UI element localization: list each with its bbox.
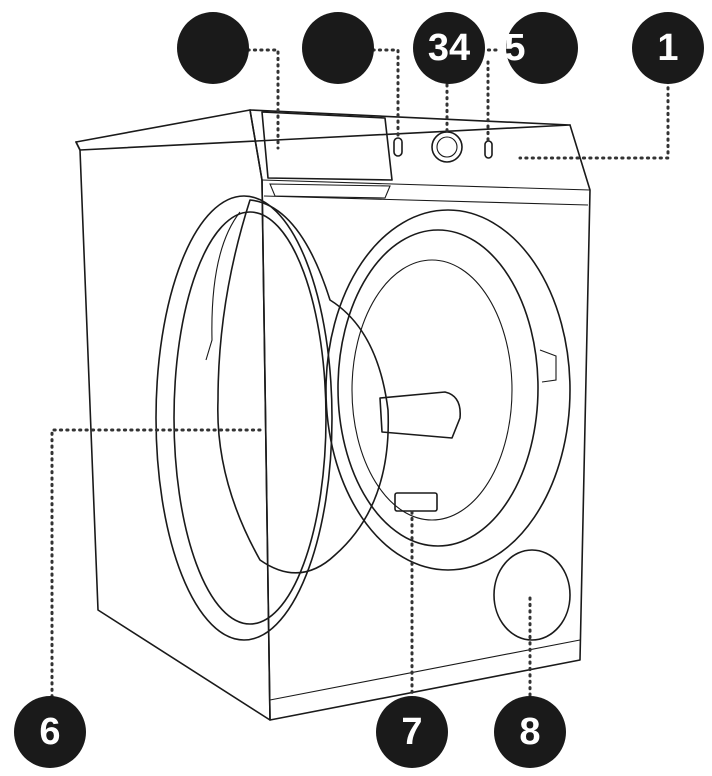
machine-front-panel bbox=[249, 109, 591, 721]
drum-paddle bbox=[379, 391, 462, 439]
detergent-drawer bbox=[261, 111, 393, 181]
filter-cover bbox=[493, 549, 571, 641]
control-panel-edge bbox=[261, 179, 591, 191]
leader-5 bbox=[480, 48, 498, 142]
leader-3 bbox=[371, 48, 400, 142]
leader-6 bbox=[50, 428, 262, 704]
svg-text:1: 1 bbox=[657, 27, 678, 69]
badge-7: 7 bbox=[376, 696, 448, 768]
door-latch-slot bbox=[394, 492, 438, 512]
badge-5: 5 bbox=[504, 12, 578, 84]
badge-6: 6 bbox=[14, 696, 86, 768]
door-glass bbox=[217, 199, 390, 574]
callout-badges: 1 34 5 6 7 8 bbox=[14, 12, 704, 768]
button-right bbox=[484, 140, 493, 159]
badge-1: 1 bbox=[632, 12, 704, 84]
button-left bbox=[393, 137, 403, 157]
svg-text:8: 8 bbox=[519, 711, 540, 753]
washing-machine bbox=[75, 109, 591, 721]
badge-34: 34 bbox=[413, 12, 485, 84]
machine-side-panel bbox=[75, 109, 271, 721]
svg-text:6: 6 bbox=[39, 711, 60, 753]
leader-1 bbox=[518, 73, 670, 160]
svg-text:34: 34 bbox=[428, 27, 470, 69]
machine-top bbox=[75, 109, 571, 151]
door bbox=[155, 195, 390, 641]
svg-text:7: 7 bbox=[401, 711, 422, 753]
badge-8: 8 bbox=[494, 696, 566, 768]
badge-2 bbox=[177, 12, 249, 84]
drum-opening bbox=[325, 209, 571, 571]
leader-2 bbox=[246, 48, 280, 150]
svg-text:5: 5 bbox=[504, 27, 525, 69]
door-ring-outer bbox=[155, 195, 333, 641]
badge-3 bbox=[302, 12, 374, 84]
leader-lines bbox=[50, 48, 670, 704]
